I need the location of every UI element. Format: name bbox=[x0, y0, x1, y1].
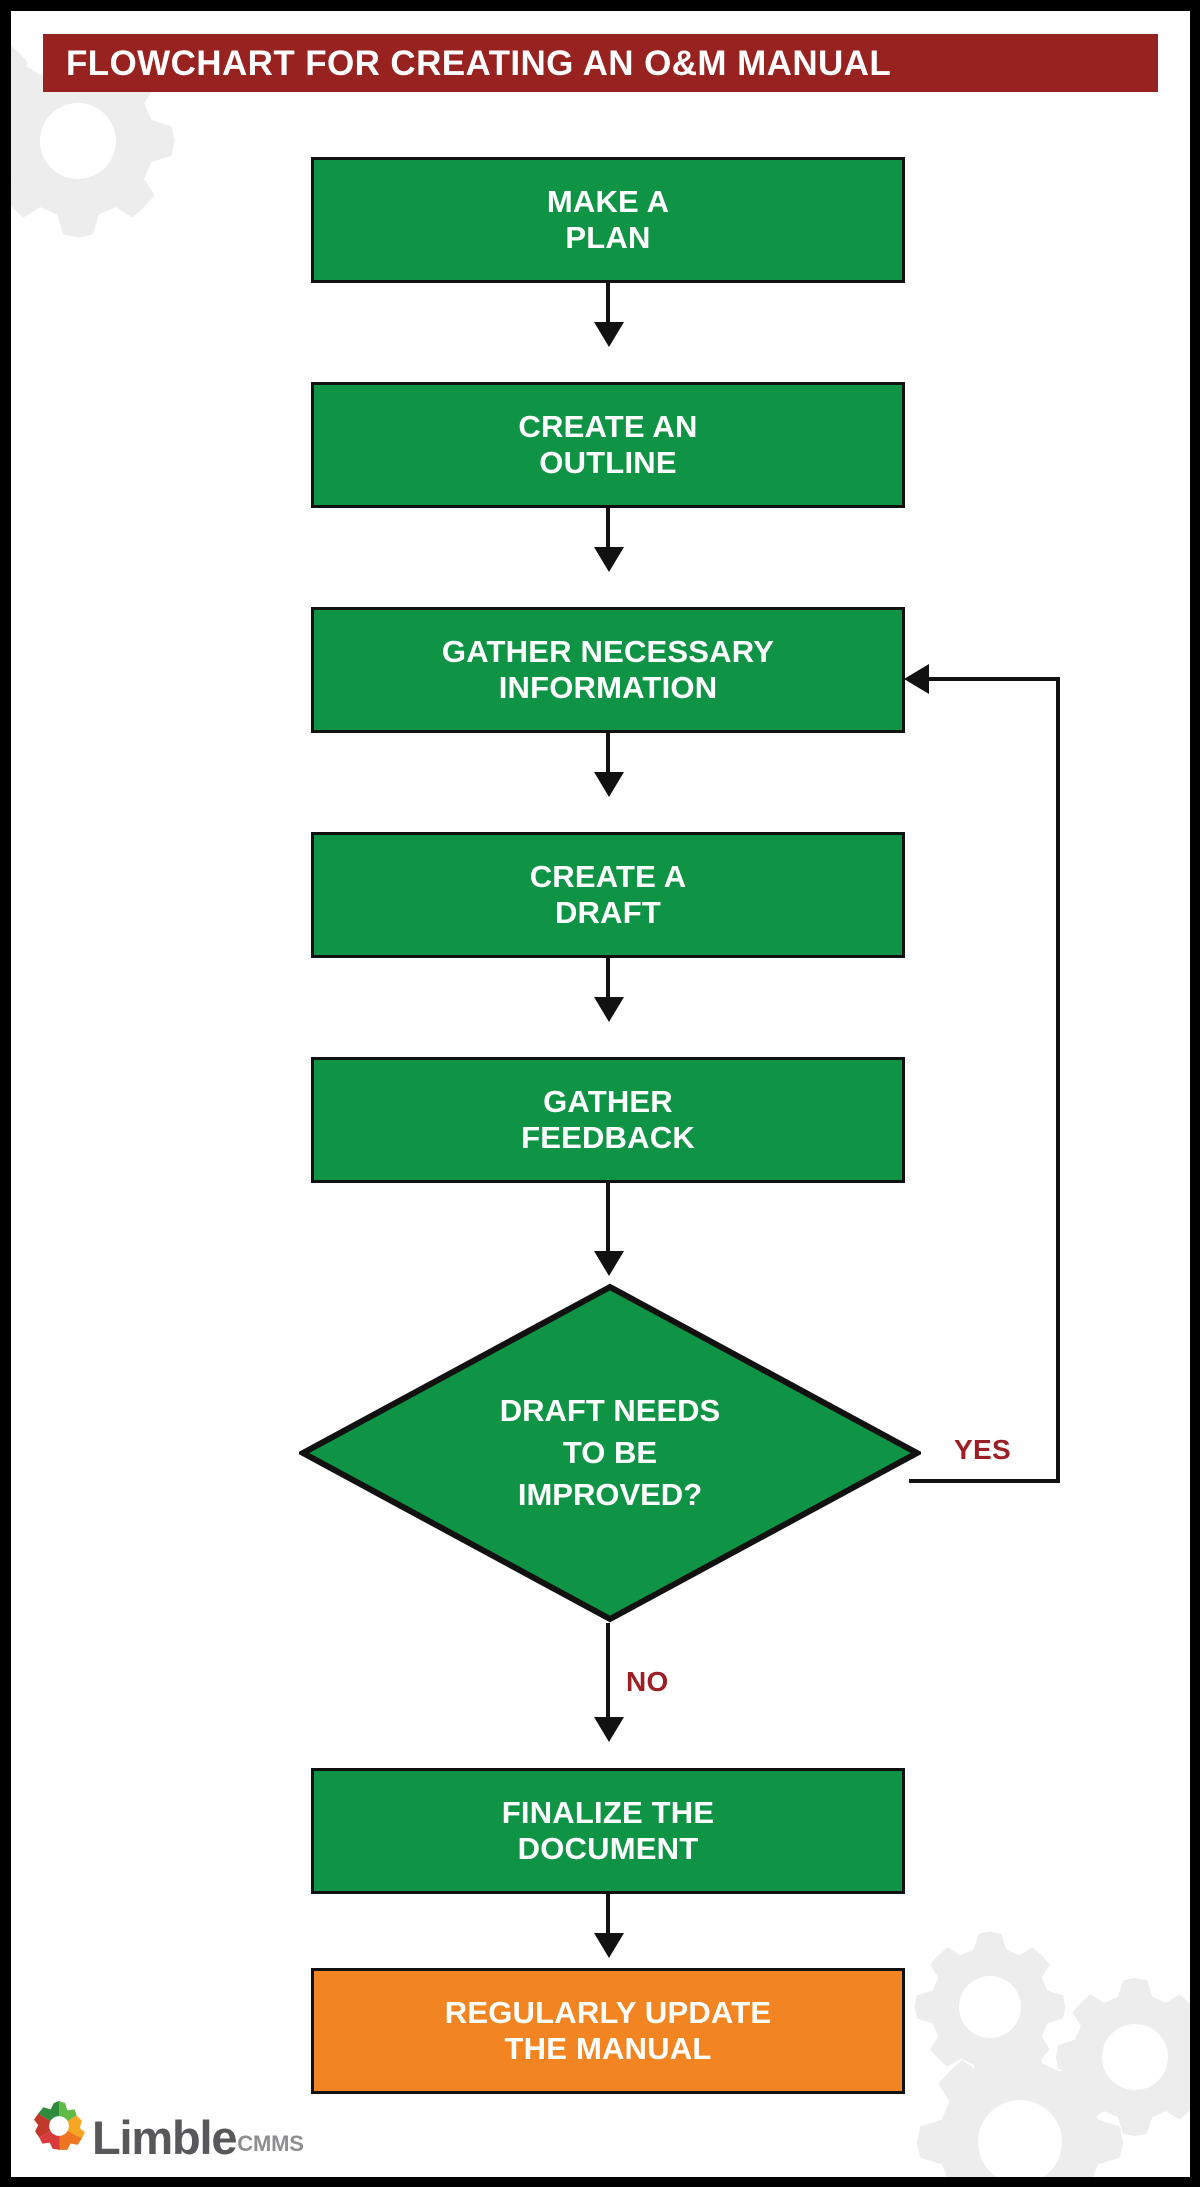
flow-node-create-a-draft[interactable]: CREATE A DRAFT bbox=[311, 832, 905, 958]
decision-diamond-shape bbox=[299, 1283, 921, 1623]
flow-node-make-a-plan[interactable]: MAKE A PLAN bbox=[311, 157, 905, 283]
logo-brand-text: Limble bbox=[92, 2111, 237, 2165]
flow-node-gather-necessary-information[interactable]: GATHER NECESSARY INFORMATION bbox=[311, 607, 905, 733]
page-title: FLOWCHART FOR CREATING AN O&M MANUAL bbox=[66, 43, 892, 83]
flow-node-label: MAKE A PLAN bbox=[546, 184, 670, 255]
flow-node-draft-needs-improved[interactable]: DRAFT NEEDS TO BE IMPROVED? bbox=[299, 1283, 921, 1623]
limble-cmms-logo[interactable]: Limble CMMS bbox=[33, 2100, 304, 2161]
logo-brand-suffix-text: CMMS bbox=[237, 2131, 304, 2156]
gear-decoration-icon bbox=[900, 1927, 1190, 2177]
flow-node-gather-feedback[interactable]: GATHER FEEDBACK bbox=[311, 1057, 905, 1183]
flow-node-label: GATHER FEEDBACK bbox=[521, 1084, 695, 1155]
branch-label-no: NO bbox=[626, 1666, 669, 1697]
infographic-canvas: FLOWCHART FOR CREATING AN O&M MANUAL bbox=[11, 11, 1190, 2177]
flow-node-regularly-update-the-manual[interactable]: REGULARLY UPDATE THE MANUAL bbox=[311, 1968, 905, 2094]
flow-node-label: CREATE A DRAFT bbox=[529, 859, 687, 930]
flow-node-label: REGULARLY UPDATE THE MANUAL bbox=[444, 1995, 772, 2066]
branch-label-yes: YES bbox=[954, 1434, 1011, 1465]
flow-node-label: GATHER NECESSARY INFORMATION bbox=[441, 634, 775, 705]
flow-node-label: DRAFT NEEDS TO BE IMPROVED? bbox=[499, 1393, 721, 1512]
title-banner: FLOWCHART FOR CREATING AN O&M MANUAL bbox=[43, 34, 1158, 92]
flow-node-create-an-outline[interactable]: CREATE AN OUTLINE bbox=[311, 382, 905, 508]
limble-gear-logo-icon bbox=[33, 2100, 85, 2157]
flow-node-finalize-the-document[interactable]: FINALIZE THE DOCUMENT bbox=[311, 1768, 905, 1894]
flow-node-label: FINALIZE THE DOCUMENT bbox=[501, 1795, 715, 1866]
flow-node-label: CREATE AN OUTLINE bbox=[518, 409, 698, 480]
